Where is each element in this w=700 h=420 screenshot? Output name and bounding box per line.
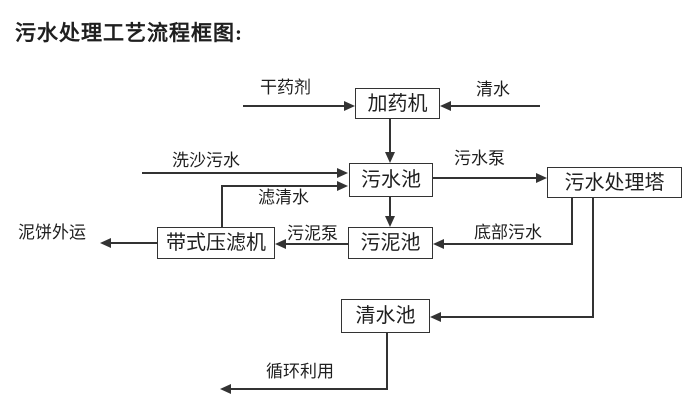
edge-tower-to-clean-vline — [592, 198, 594, 318]
flow-label-filtered-water: 滤清水 — [258, 188, 309, 207]
edge-mud-cake-out-line — [111, 242, 157, 244]
edge-bottom-sewage-vline — [571, 198, 573, 245]
node-treatment-tower: 污水处理塔 — [547, 167, 682, 198]
arrowhead-dry-agent-icon — [344, 101, 355, 111]
edge-tower-to-clean-hline — [441, 316, 594, 318]
edge-sewage-to-sludge-line — [389, 197, 391, 216]
edge-bottom-sewage-hline — [444, 243, 573, 245]
arrowhead-recycle-use-icon — [220, 384, 231, 394]
edge-sand-washing-line — [142, 172, 337, 174]
flow-label-recycle-use: 循环利用 — [266, 362, 334, 381]
arrowhead-bottom-sewage-icon — [433, 239, 444, 249]
node-clean-water-pool: 清水池 — [341, 299, 430, 333]
node-dosing-machine: 加药机 — [355, 88, 440, 119]
arrowhead-sand-washing-icon — [337, 168, 348, 178]
edge-filtered-water-line — [221, 185, 337, 187]
edge-sludge-pump-line — [286, 243, 348, 245]
arrowhead-filtered-water-icon — [337, 181, 348, 191]
node-belt-filter-press: 带式压滤机 — [157, 227, 275, 259]
edge-press-to-filtered-line — [221, 185, 223, 227]
arrowhead-sewage-pump-icon — [536, 173, 547, 183]
arrowhead-mud-cake-out-icon — [100, 238, 111, 248]
arrowhead-sludge-down-icon — [385, 216, 395, 227]
flow-label-sludge-pump: 污泥泵 — [287, 224, 338, 243]
flow-label-dry-agent: 干药剂 — [260, 78, 311, 97]
arrowhead-dosing-down-icon — [385, 152, 395, 163]
arrowhead-clean-water-icon — [440, 101, 451, 111]
node-sewage-pool: 污水池 — [349, 163, 433, 197]
flow-label-sand-washing-sewage: 洗沙污水 — [172, 151, 240, 170]
arrowhead-sludge-pump-icon — [275, 239, 286, 249]
edge-clean-to-recycle-hline — [231, 388, 388, 390]
flow-label-clean-water: 清水 — [476, 80, 510, 99]
flow-label-sewage-pump: 污水泵 — [454, 149, 505, 168]
edge-dosing-to-sewage-line — [389, 119, 391, 153]
edge-clean-water-line — [451, 105, 540, 107]
diagram-title: 污水处理工艺流程框图: — [15, 21, 243, 45]
edge-dry-agent-line — [243, 105, 344, 107]
flow-label-bottom-sewage: 底部污水 — [474, 223, 542, 242]
edge-clean-to-recycle-vline — [386, 333, 388, 390]
edge-sewage-pump-line — [433, 177, 536, 179]
node-sludge-pool: 污泥池 — [348, 227, 433, 259]
flow-label-mud-cake-out: 泥饼外运 — [18, 223, 86, 242]
arrowhead-to-clean-pool-icon — [430, 312, 441, 322]
